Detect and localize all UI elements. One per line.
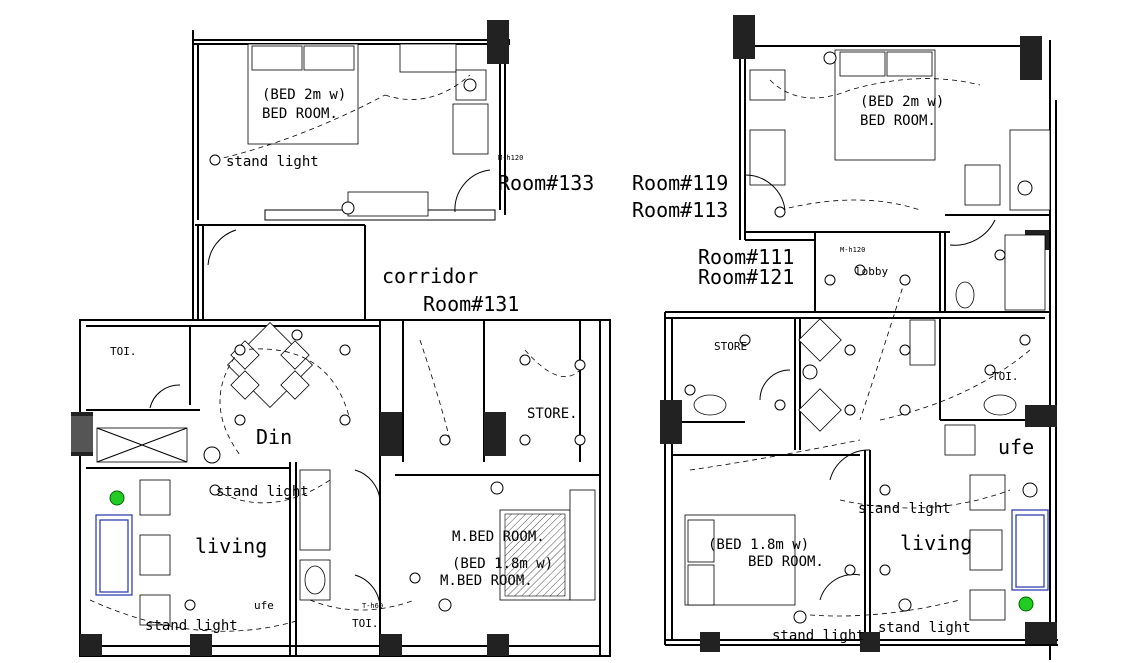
- mh120-label-2: M-h120: [840, 246, 865, 254]
- stand-light-label-4: stand light: [858, 501, 951, 517]
- room-131-label: Room#131: [423, 292, 519, 316]
- stand-light-label-1: stand light: [226, 154, 319, 170]
- corridor-label: corridor: [382, 264, 478, 288]
- master-bed-room-label-2: M.BED ROOM.: [440, 573, 533, 589]
- bed-size-label-right: (BED 1.8m w): [708, 537, 809, 553]
- store-label-right: STORE: [714, 340, 747, 353]
- stand-light-label-5: stand light: [772, 628, 865, 644]
- room-number-labels: Room#133 Room#119 Room#113 Room#111 Room…: [498, 171, 794, 289]
- lobby-label: lobby: [855, 265, 888, 278]
- ufe-label-left: ufe: [254, 599, 274, 612]
- ufe-label-right: ufe: [998, 435, 1034, 459]
- master-bed-size-label: (BED 1.8m w): [452, 556, 553, 572]
- bed-label-upper-left: (BED 2m w): [262, 87, 346, 103]
- room-121-label: Room#121: [698, 265, 794, 289]
- toilet-label-left-2: TOI.: [352, 617, 379, 630]
- toilet-label-left: TOI.: [110, 345, 137, 358]
- room-119-label: Room#119: [632, 171, 728, 195]
- room-111-label: Room#111: [698, 245, 794, 269]
- bed-label-upper-right: (BED 2m w): [860, 94, 944, 110]
- toilet-label-right: TOI.: [992, 370, 1019, 383]
- stand-light-label-2: stand light: [216, 484, 309, 500]
- dining-label: Din: [256, 425, 292, 449]
- mh120-label-1: M-h120: [498, 154, 523, 162]
- th60-label-1: T-h60: [362, 602, 383, 610]
- stand-light-label-3: stand light: [145, 618, 238, 634]
- living-label-left: living: [195, 534, 267, 558]
- stand-light-label-6: stand light: [878, 620, 971, 636]
- bed-room-label-right: BED ROOM.: [748, 554, 824, 570]
- master-bed-room-label: M.BED ROOM.: [452, 529, 545, 545]
- room-113-label: Room#113: [632, 198, 728, 222]
- room-label-upper-right: BED ROOM.: [860, 113, 936, 129]
- room-133-label: Room#133: [498, 171, 594, 195]
- room-label-upper-left: BED ROOM.: [262, 106, 338, 122]
- right-unit: (BED 2m w) BED ROOM. lobby STORE TOI. uf…: [660, 15, 1058, 660]
- store-label-left: STORE.: [527, 406, 578, 422]
- living-label-right: living: [900, 531, 972, 555]
- left-unit: (BED 2m w) BED ROOM. stand light corrido…: [71, 20, 611, 657]
